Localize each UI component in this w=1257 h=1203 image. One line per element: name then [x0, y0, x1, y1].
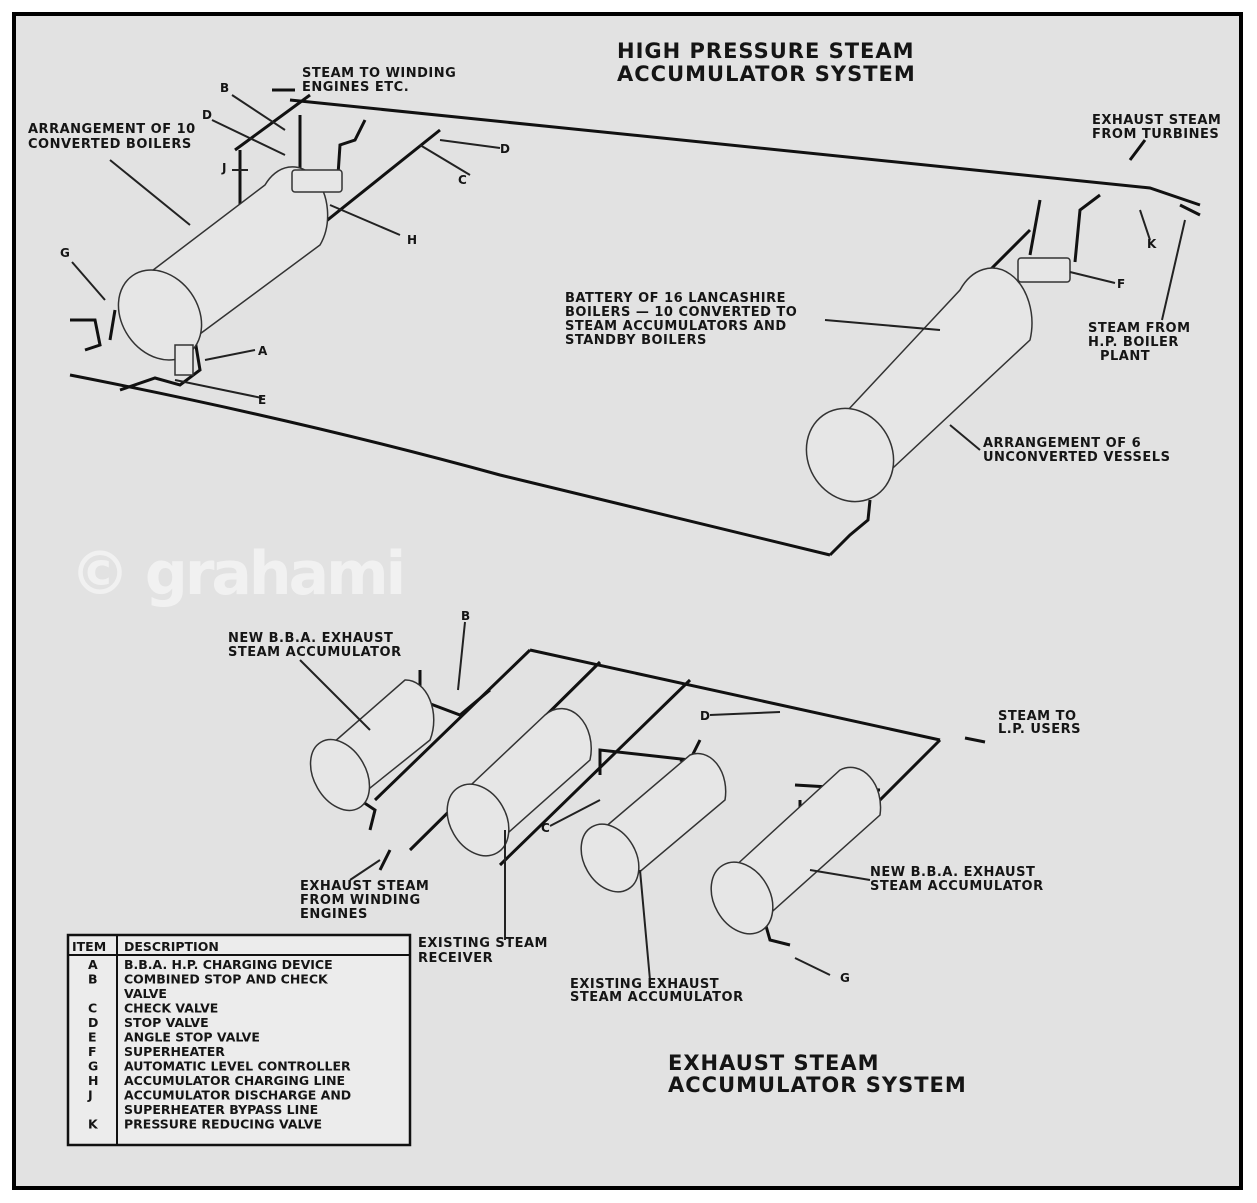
item-letters: B D J C D H G A E F K B D C G — [60, 81, 1157, 985]
legend-item-code: F — [88, 1044, 97, 1059]
label: EXISTING STEAM — [418, 936, 548, 951]
label: PLANT — [1100, 349, 1150, 364]
item-letter: B — [220, 81, 229, 95]
label: STEAM ACCUMULATOR — [870, 879, 1044, 894]
label: NEW B.B.A. EXHAUST — [870, 865, 1035, 880]
label: EXHAUST STEAM — [300, 879, 429, 894]
legend-header-item: ITEM — [72, 939, 106, 954]
label: STEAM ACCUMULATOR — [570, 990, 744, 1005]
label: L.P. USERS — [998, 722, 1081, 737]
label: UNCONVERTED VESSELS — [983, 450, 1170, 465]
item-letter: K — [1147, 237, 1157, 251]
legend-item-code: C — [88, 1001, 97, 1016]
label: STEAM FROM — [1088, 321, 1191, 336]
hp-title: HIGH PRESSURE STEAM — [617, 39, 915, 63]
label: EXHAUST STEAM — [1092, 113, 1221, 128]
label: RECEIVER — [418, 951, 493, 966]
label: STEAM ACCUMULATOR — [228, 645, 402, 660]
legend-item-code: H — [88, 1073, 98, 1088]
legend-table: ITEM DESCRIPTION A B.B.A. H.P. CHARGING D… — [66, 933, 412, 1147]
hp-vessels — [117, 166, 1071, 503]
label: NEW B.B.A. EXHAUST — [228, 631, 393, 646]
label: CONVERTED BOILERS — [28, 137, 192, 152]
callout-labels: STEAM TO WINDING ENGINES ETC. ARRANGEMEN… — [28, 66, 1221, 1005]
label: STANDBY BOILERS — [565, 333, 707, 348]
exhaust-vessels — [309, 679, 882, 935]
legend-item-description: B.B.A. H.P. CHARGING DEVICE — [124, 957, 333, 972]
hp-title: ACCUMULATOR SYSTEM — [617, 62, 916, 86]
label: FROM TURBINES — [1092, 127, 1219, 142]
legend-item-code: J — [87, 1088, 93, 1103]
label: ARRANGEMENT OF 6 — [983, 436, 1141, 451]
item-letter: C — [541, 821, 550, 835]
superheater-box — [1017, 257, 1071, 283]
label: EXISTING EXHAUST — [570, 977, 719, 992]
legend-item-description: COMBINED STOP AND CHECK — [124, 972, 329, 987]
label: BATTERY OF 16 LANCASHIRE — [565, 291, 786, 306]
legend-item-code: B — [88, 972, 98, 987]
label: ENGINES — [300, 907, 368, 922]
legend-item-description: ANGLE STOP VALVE — [124, 1030, 260, 1045]
label: ENGINES ETC. — [302, 80, 409, 95]
item-letter: D — [202, 108, 212, 122]
label: FROM WINDING — [300, 893, 421, 908]
watermark: © grahami — [70, 539, 403, 609]
label: ARRANGEMENT OF 10 — [28, 122, 196, 137]
label: H.P. BOILER — [1088, 335, 1179, 350]
legend-item-code: E — [88, 1030, 97, 1045]
label: STEAM TO — [998, 709, 1077, 724]
item-letter: C — [458, 173, 467, 187]
item-letter: G — [840, 971, 850, 985]
item-letter: D — [500, 142, 510, 156]
legend-item-description: VALVE — [124, 986, 167, 1001]
legend-item-description: AUTOMATIC LEVEL CONTROLLER — [124, 1059, 351, 1074]
legend-item-description: CHECK VALVE — [124, 1001, 218, 1016]
charging-device — [174, 344, 194, 376]
legend-item-description: ACCUMULATOR CHARGING LINE — [124, 1073, 345, 1088]
legend-item-code: G — [88, 1059, 98, 1074]
item-letter: B — [461, 609, 470, 623]
item-letter: E — [258, 393, 266, 407]
legend-item-code: D — [88, 1015, 98, 1030]
label: STEAM ACCUMULATORS AND — [565, 319, 787, 334]
legend-item-description: SUPERHEATER BYPASS LINE — [124, 1102, 318, 1117]
item-letter: J — [221, 161, 226, 175]
label: STEAM TO WINDING — [302, 66, 456, 81]
item-letter: A — [258, 344, 268, 358]
legend-item-description: SUPERHEATER — [124, 1044, 225, 1059]
exhaust-title: ACCUMULATOR SYSTEM — [668, 1073, 967, 1097]
item-letter: H — [407, 233, 417, 247]
legend-header-description: DESCRIPTION — [124, 939, 219, 954]
item-letter: F — [1117, 277, 1125, 291]
legend-item-code: K — [88, 1117, 99, 1132]
exhaust-title: EXHAUST STEAM — [668, 1051, 879, 1075]
item-letter: G — [60, 246, 70, 260]
legend-item-description: PRESSURE REDUCING VALVE — [124, 1117, 322, 1132]
superheater-box — [291, 169, 343, 193]
item-letter: D — [700, 709, 710, 723]
label: BOILERS — 10 CONVERTED TO — [565, 305, 797, 320]
legend-item-code: A — [88, 957, 98, 972]
leader-lines — [71, 94, 1186, 981]
legend-item-description: STOP VALVE — [124, 1015, 209, 1030]
legend-item-description: ACCUMULATOR DISCHARGE AND — [124, 1088, 351, 1103]
